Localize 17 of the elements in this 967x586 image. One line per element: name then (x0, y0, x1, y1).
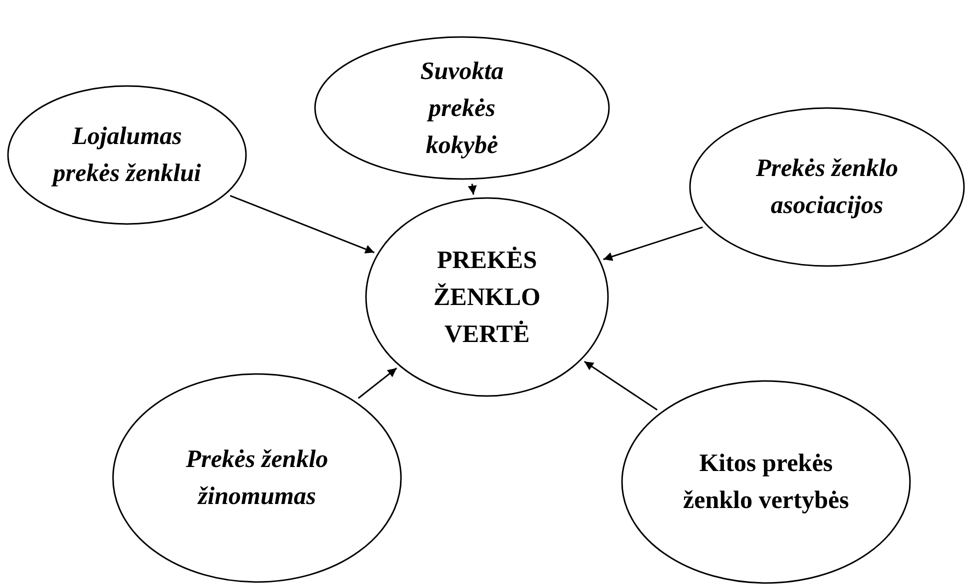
ellipse-node (7, 85, 247, 225)
ellipse-node (365, 197, 609, 397)
arrow (468, 184, 477, 195)
arrow (584, 360, 658, 410)
arrow (603, 226, 703, 261)
ellipse-node (314, 36, 610, 180)
node-label: Prekės ženklo žinomumas (184, 445, 330, 512)
node-label: Suvokta prekės kokybė (419, 56, 505, 160)
node-label: PREKĖS ŽENKLO VERTĖ (432, 246, 542, 350)
arrow (358, 368, 398, 399)
node-label: Prekės ženklo asociacijos (754, 154, 900, 221)
ellipse-node (621, 380, 911, 584)
ellipse-node (112, 373, 402, 583)
node-label: Lojalumas prekės ženklui (52, 122, 202, 189)
ellipse-node (689, 107, 965, 267)
node-label: Kitos prekės ženklo vertybės (682, 449, 850, 516)
arrow (230, 194, 375, 254)
